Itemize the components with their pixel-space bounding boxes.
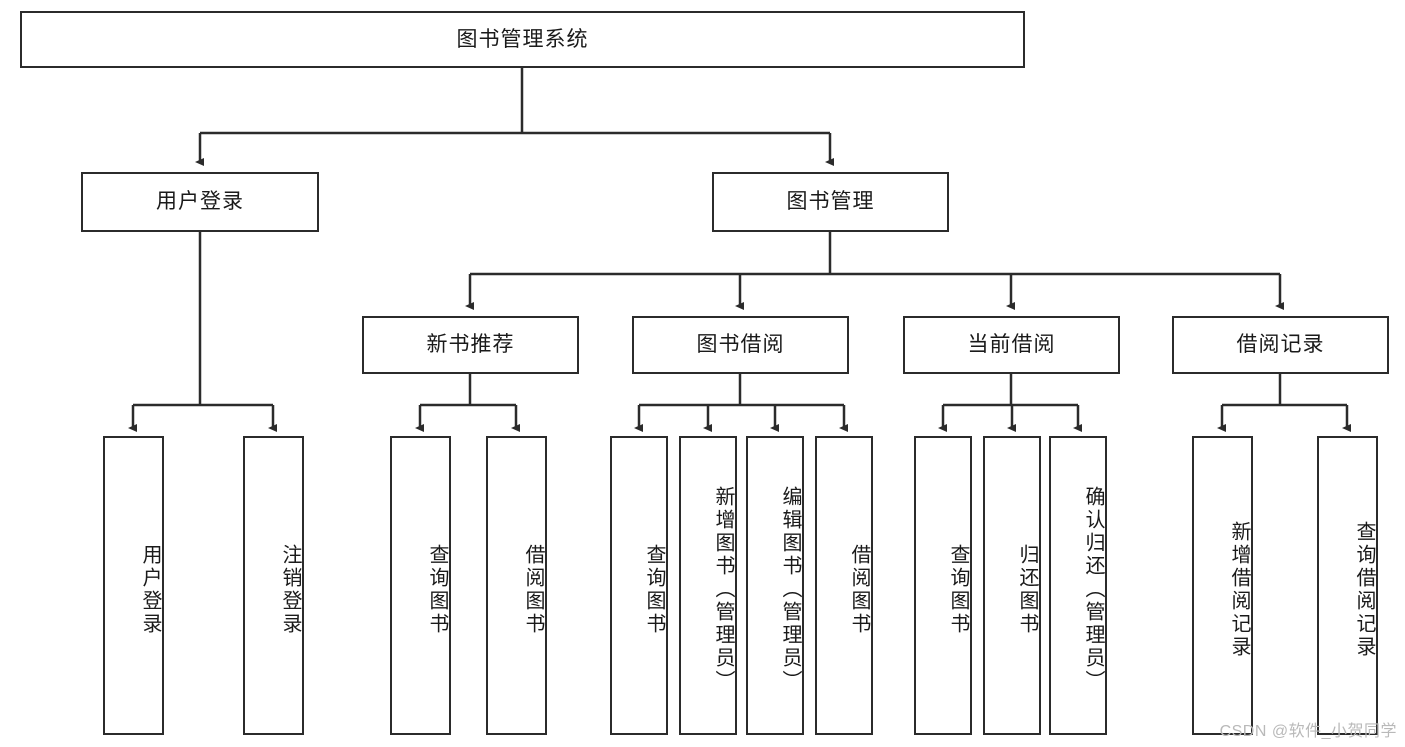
node-new-book-recommend[interactable]: 新书推荐 — [362, 316, 579, 374]
node-label: 查询借阅记录 — [1353, 520, 1375, 659]
node-label: 查询图书 — [426, 543, 448, 636]
node-root-system[interactable]: 图书管理系统 — [20, 11, 1025, 68]
node-label: 新增借阅记录 — [1228, 520, 1250, 659]
leaf-user-login[interactable]: 用户登录 — [103, 436, 164, 735]
leaf-logout[interactable]: 注销登录 — [243, 436, 304, 735]
node-book-borrow[interactable]: 图书借阅 — [632, 316, 849, 374]
node-label: 图书管理 — [786, 190, 875, 214]
leaf-query-borrow-record[interactable]: 查询借阅记录 — [1317, 436, 1378, 735]
node-label: 当前借阅 — [967, 333, 1056, 357]
node-label: 借阅记录 — [1236, 333, 1325, 357]
node-label: 借阅图书 — [522, 543, 544, 636]
node-label: 注销登录 — [279, 543, 301, 636]
node-label: 图书借阅 — [696, 333, 785, 357]
leaf-confirm-return-admin[interactable]: 确认归还（管理员） — [1049, 436, 1107, 735]
leaf-query-book-borrow[interactable]: 查询图书 — [610, 436, 668, 735]
leaf-query-book-recommend[interactable]: 查询图书 — [390, 436, 451, 735]
node-label: 新增图书（管理员） — [712, 486, 734, 693]
node-label: 用户登录 — [139, 543, 161, 636]
node-label: 编辑图书（管理员） — [779, 486, 801, 693]
node-label: 确认归还（管理员） — [1082, 486, 1104, 693]
node-label: 借阅图书 — [848, 543, 870, 636]
node-borrow-record[interactable]: 借阅记录 — [1172, 316, 1389, 374]
node-user-login[interactable]: 用户登录 — [81, 172, 319, 232]
node-label: 查询图书 — [643, 543, 665, 636]
leaf-add-borrow-record[interactable]: 新增借阅记录 — [1192, 436, 1253, 735]
leaf-query-book-current[interactable]: 查询图书 — [914, 436, 972, 735]
node-book-management[interactable]: 图书管理 — [712, 172, 949, 232]
leaf-return-book[interactable]: 归还图书 — [983, 436, 1041, 735]
node-label: 查询图书 — [947, 543, 969, 636]
leaf-edit-book-admin[interactable]: 编辑图书（管理员） — [746, 436, 804, 735]
leaf-borrow-book-recommend[interactable]: 借阅图书 — [486, 436, 547, 735]
node-label: 用户登录 — [156, 190, 244, 214]
node-label: 归还图书 — [1016, 543, 1038, 636]
leaf-add-book-admin[interactable]: 新增图书（管理员） — [679, 436, 737, 735]
leaf-borrow-book[interactable]: 借阅图书 — [815, 436, 873, 735]
watermark-text: CSDN @软件_小贺同学 — [1219, 723, 1397, 740]
node-label: 新书推荐 — [426, 333, 515, 357]
node-current-borrow[interactable]: 当前借阅 — [903, 316, 1120, 374]
node-label: 图书管理系统 — [456, 27, 589, 51]
